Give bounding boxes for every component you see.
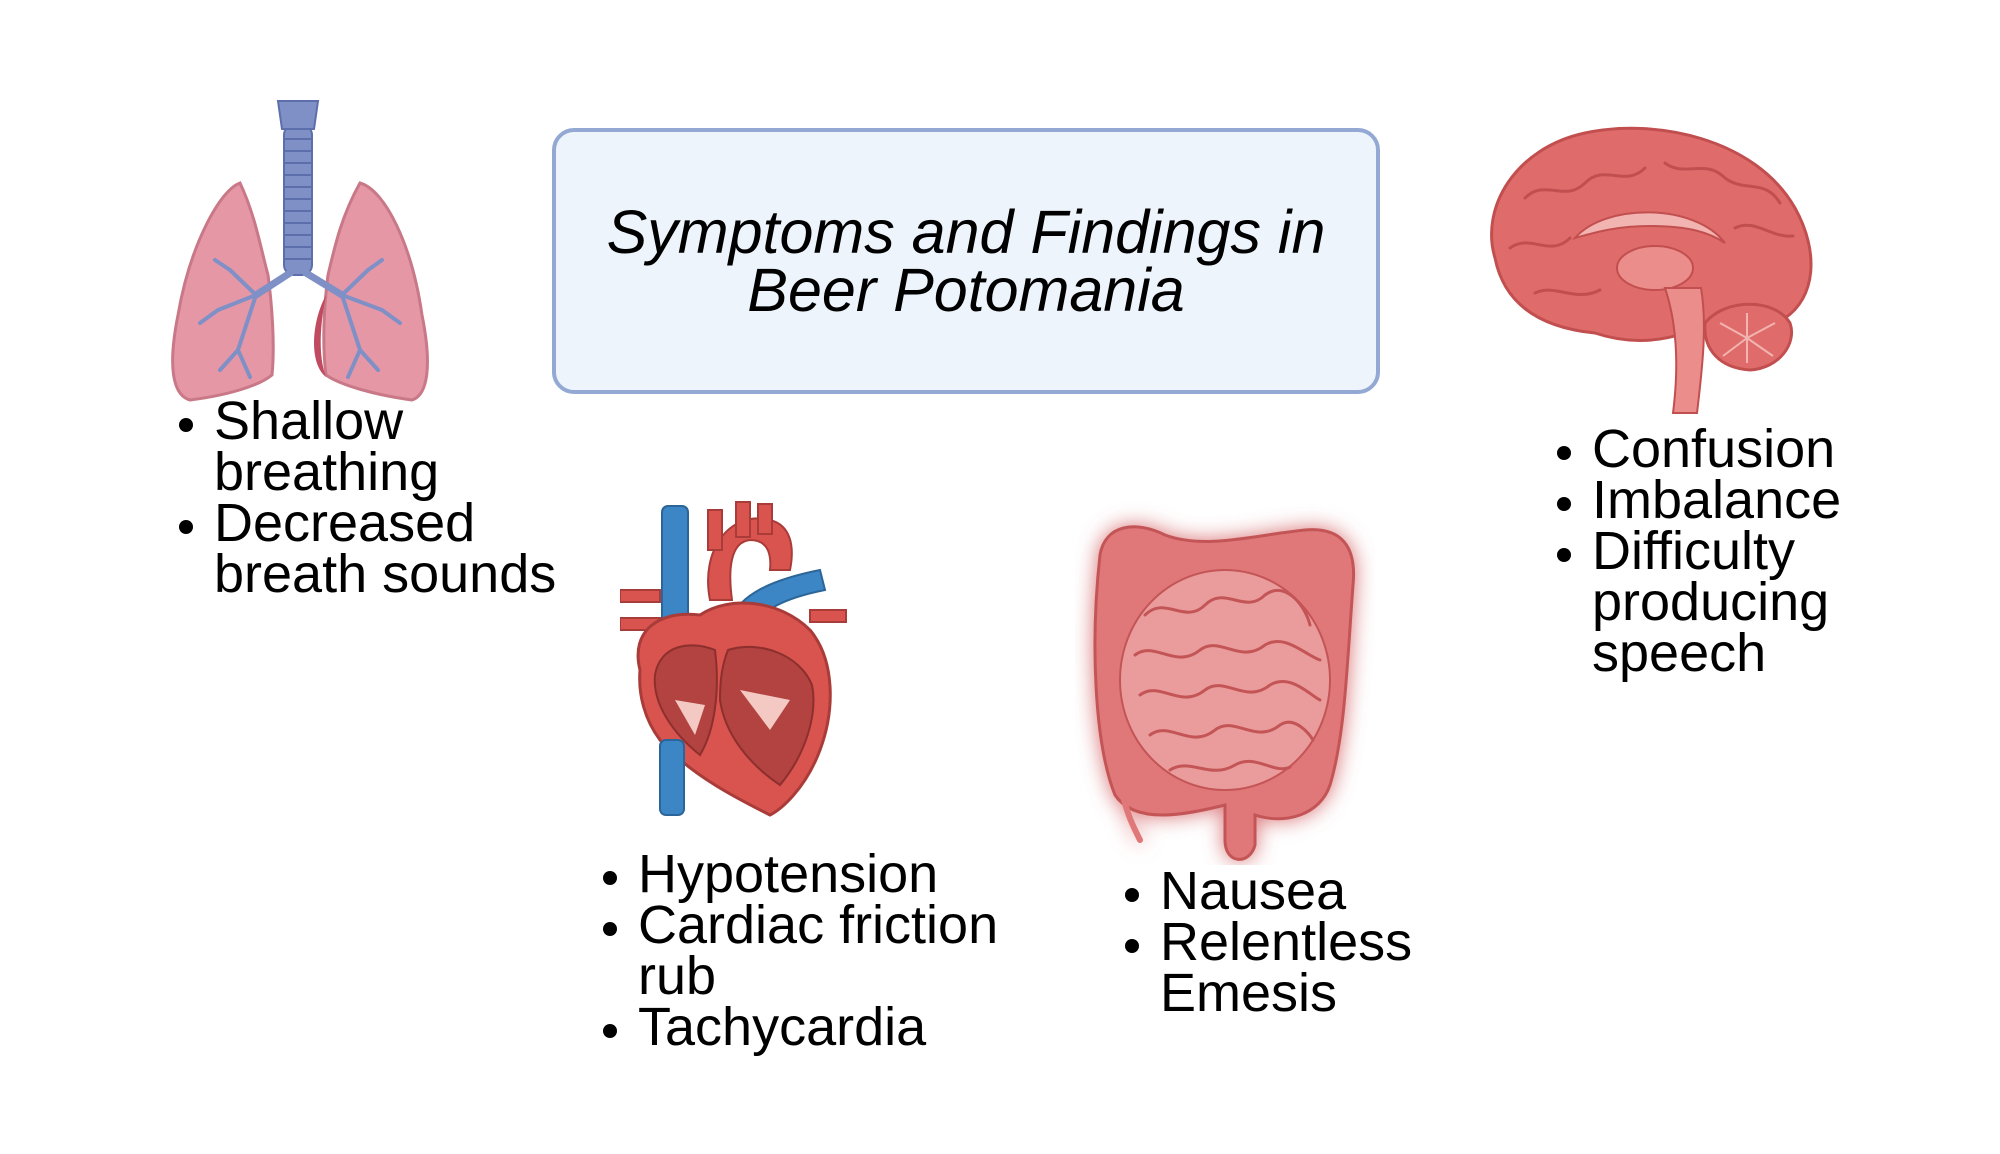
list-item: Confusion bbox=[1592, 422, 2000, 476]
title-box: Symptoms and Findings in Beer Potomania bbox=[552, 128, 1380, 394]
title-line-2: Beer Potomania bbox=[747, 256, 1185, 324]
lungs-icon bbox=[171, 100, 429, 402]
list-item: Nausea bbox=[1160, 864, 1580, 918]
heart-findings-list: Hypotension Cardiac friction rub Tachyca… bbox=[552, 847, 1058, 1054]
list-item: Cardiac friction rub bbox=[638, 898, 1058, 1003]
brain-icon bbox=[1490, 126, 1813, 414]
lungs-findings-list: Shallow breathing Decreased breath sound… bbox=[128, 394, 594, 601]
brain-findings-list: Confusion Imbalance Difficulty producing… bbox=[1506, 422, 2000, 680]
heart-icon bbox=[620, 501, 847, 817]
list-item: Relentless Emesis bbox=[1160, 915, 1580, 1020]
list-item: Shallow breathing bbox=[214, 394, 594, 499]
intestines-icon bbox=[1093, 525, 1356, 861]
list-item: Imbalance bbox=[1592, 473, 2000, 527]
intestines-findings-list: Nausea Relentless Emesis bbox=[1074, 864, 1580, 1020]
list-item: Tachycardia bbox=[638, 1000, 1058, 1054]
list-item: Decreased breath sounds bbox=[214, 496, 594, 601]
list-item: Difficulty producing speech bbox=[1592, 524, 2000, 680]
title-line-1: Symptoms and Findings in bbox=[606, 198, 1326, 266]
list-item: Hypotension bbox=[638, 847, 1058, 901]
